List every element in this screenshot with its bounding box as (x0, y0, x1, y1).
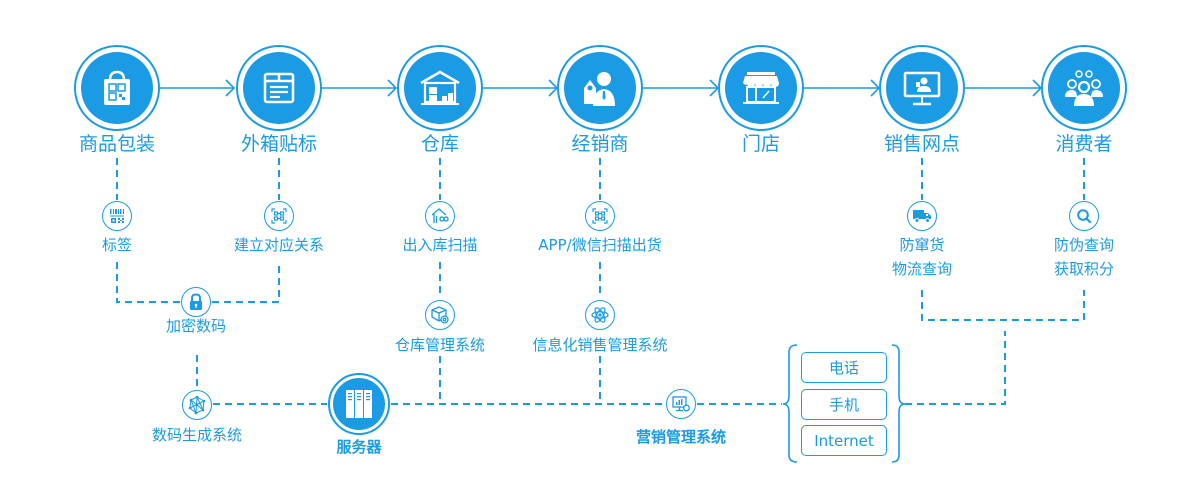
step-label: 出入库扫描 (402, 236, 478, 254)
step-label: 数码生成系统 (151, 426, 243, 444)
step-label-line2: 物流查询 (891, 260, 953, 278)
storefront-icon (743, 72, 779, 104)
step-sales-management-system[interactable] (585, 300, 615, 330)
step-encrypt-code[interactable] (181, 287, 211, 317)
channel-braces (782, 344, 906, 463)
node-label: 仓库 (420, 133, 460, 155)
step-label: 信息化销售管理系统 (532, 336, 668, 354)
atom-icon (591, 307, 609, 323)
shopping-bag-qr-icon (104, 70, 130, 105)
dashed-connectors (116, 158, 1085, 405)
server-label: 服务器 (336, 438, 382, 456)
box-gear-icon (431, 306, 449, 324)
node-product-packaging[interactable] (74, 45, 160, 131)
step-marketing-management-system[interactable] (666, 389, 696, 419)
step-label: 建立对应关系 (233, 236, 325, 254)
arrowhead (387, 79, 398, 97)
barcode-qr-icon (110, 209, 124, 223)
channel-internet[interactable]: Internet (801, 425, 887, 456)
node-label: 外箱贴标 (240, 133, 318, 155)
server-rack-icon (346, 390, 372, 418)
step-label: 加密数码 (165, 317, 227, 335)
channel-mobile[interactable]: 手机 (801, 389, 887, 420)
step-label-line1: 防伪查询 (1053, 236, 1115, 254)
node-label: 消费者 (1055, 133, 1113, 155)
node-label: 门店 (741, 133, 781, 155)
network-mesh-icon (188, 395, 206, 415)
step-label: 标签 (101, 236, 133, 254)
step-label: APP/微信扫描出货 (538, 236, 662, 254)
search-icon (1077, 209, 1092, 224)
right-brace (891, 344, 906, 463)
dealer-person-icon (584, 72, 615, 106)
node-label: 销售网点 (883, 133, 961, 155)
left-brace (782, 344, 798, 463)
step-inout-scan[interactable] (425, 201, 455, 231)
step-code-generation-system[interactable] (182, 390, 212, 420)
node-outer-box-labeling[interactable] (236, 45, 322, 131)
server-node[interactable] (328, 373, 390, 435)
step-label-line2: 获取积分 (1053, 260, 1115, 278)
arrowhead (225, 79, 236, 97)
channel-phone[interactable]: 电话 (801, 352, 887, 383)
warehouse-icon (420, 70, 460, 105)
lock-icon (190, 293, 202, 310)
warehouse-scan-icon (431, 208, 449, 223)
step-anti-diversion[interactable] (907, 201, 937, 231)
step-anti-counterfeit[interactable] (1069, 201, 1099, 231)
step-label-tag[interactable] (102, 201, 132, 231)
node-label: 商品包装 (78, 133, 156, 155)
step-warehouse-management-system[interactable] (425, 300, 455, 330)
monitor-person-icon (903, 71, 941, 106)
box-label-icon (263, 72, 295, 104)
step-label: 仓库管理系统 (394, 336, 486, 354)
scan-code-icon (592, 208, 608, 224)
node-label: 经销商 (571, 133, 629, 155)
monitor-chart-gear-icon (672, 396, 690, 412)
node-warehouse[interactable] (397, 45, 483, 131)
step-bind-relation[interactable] (264, 201, 294, 231)
node-store[interactable] (718, 45, 804, 131)
step-app-wechat-scan[interactable] (585, 201, 615, 231)
step-label: 营销管理系统 (635, 428, 727, 446)
node-consumer[interactable] (1041, 45, 1127, 131)
scan-code-icon (271, 208, 287, 224)
node-sales-outlet[interactable] (879, 45, 965, 131)
step-label-line1: 防窜货 (899, 236, 945, 254)
node-dealer[interactable] (557, 45, 643, 131)
group-people-icon (1065, 70, 1103, 106)
truck-icon (913, 210, 931, 223)
